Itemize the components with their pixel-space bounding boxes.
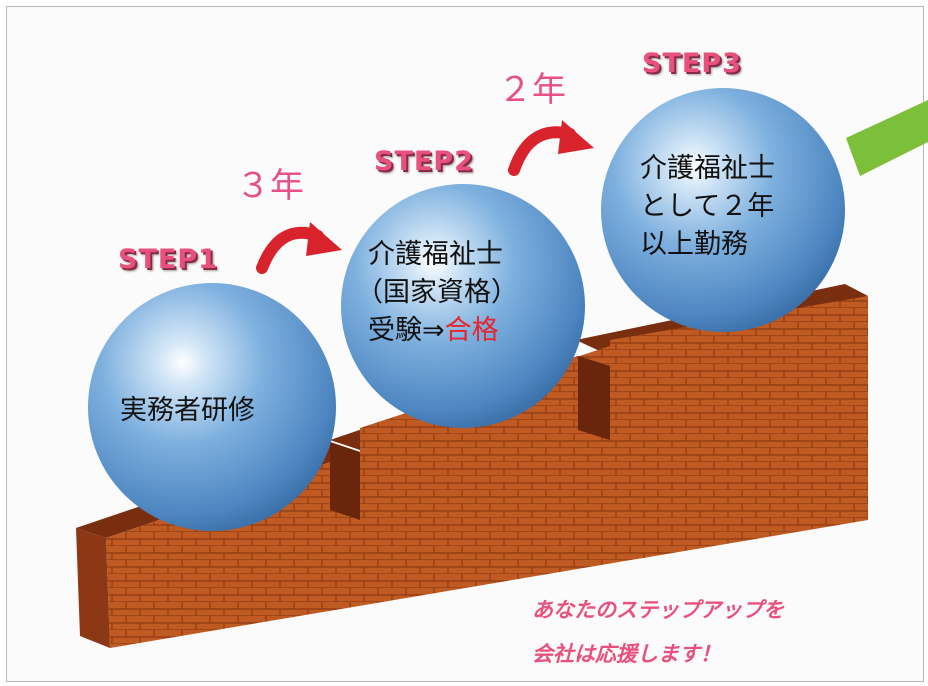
green-accent-bar: [846, 100, 928, 176]
step1-label: STEP1: [118, 244, 218, 275]
stair-front: [106, 296, 868, 648]
arrow-step2-to-step3-icon: [508, 120, 594, 176]
support-message-line-1: あなたのステップアップを: [532, 598, 784, 622]
step2-line-2: （国家資格）: [356, 277, 518, 308]
ball-step2: [341, 184, 585, 428]
support-message-line-2: 会社は応援します！: [532, 642, 721, 666]
arrow-step1-to-step2-icon: [256, 222, 342, 274]
step1-line-1: 実務者研修: [120, 395, 255, 426]
duration-2-years: ２年: [498, 70, 566, 110]
step2-exam-text: 受験⇒: [368, 315, 445, 346]
step2-line-1: 介護福祉士: [368, 239, 503, 270]
stair-side-left: [76, 528, 110, 648]
step3-line-1: 介護福祉士: [640, 153, 775, 184]
stair-riser-1: [330, 442, 360, 520]
ball-step1: [88, 283, 336, 531]
step2-line-3: 受験⇒合格: [368, 312, 518, 350]
step2-text: 介護福祉士 （国家資格） 受験⇒合格: [356, 236, 518, 350]
ball-step3: [601, 88, 845, 332]
step3-label: STEP3: [642, 48, 742, 79]
step2-pass-text: 合格: [444, 315, 499, 346]
step2-label: STEP2: [374, 146, 474, 177]
duration-3-years: ３年: [236, 166, 304, 206]
step1-text: 実務者研修: [120, 392, 255, 430]
step3-text: 介護福祉士 として２年 以上勤務: [640, 150, 775, 264]
step3-line-2: として２年: [640, 191, 775, 222]
step3-line-3: 以上勤務: [640, 229, 748, 260]
stair-riser-2: [578, 356, 610, 440]
